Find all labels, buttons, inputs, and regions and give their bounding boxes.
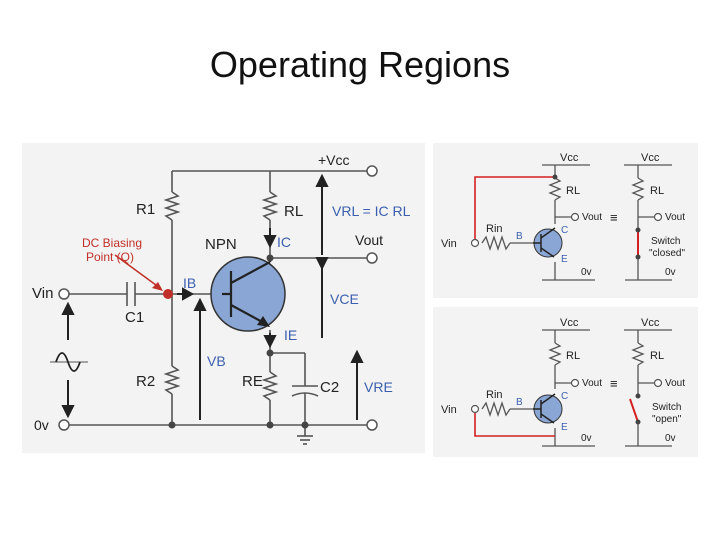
switch-closed-diagram: Vcc Vcc RL RL Vout ≡ Vout Rin B C E Vin …: [433, 143, 698, 298]
switch-label: Switch: [652, 402, 681, 413]
main-circuit-panel: +Vcc R1 RL VRL = IC RL IC NPN Vout DC Bi…: [22, 143, 425, 453]
rl-label: RL: [284, 203, 303, 220]
vcc-label-left: Vcc: [560, 152, 579, 164]
collector-label: C: [561, 391, 568, 402]
rl-label-left: RL: [566, 185, 580, 197]
rl-label-right: RL: [650, 350, 664, 362]
re-label: RE: [242, 373, 263, 390]
rl-label-left: RL: [566, 350, 580, 362]
switch-state-label: "open": [652, 414, 682, 425]
vcc-label-right: Vcc: [641, 317, 660, 329]
vcc-label-left: Vcc: [560, 317, 579, 329]
vout-label-left: Vout: [582, 212, 602, 223]
emitter-label: E: [561, 254, 568, 265]
base-label: B: [516, 231, 523, 242]
vout-label-left: Vout: [582, 378, 602, 389]
r1-label: R1: [136, 201, 155, 218]
vin-label: Vin: [441, 238, 457, 250]
rl-label-right: RL: [650, 185, 664, 197]
vout-label-right: Vout: [665, 378, 685, 389]
zero-volt-label-right: 0v: [665, 433, 676, 444]
switch-open-panel: Vcc Vcc RL RL Vout ≡ Vout Rin B C E Vin …: [433, 307, 698, 457]
r2-label: R2: [136, 373, 155, 390]
collector-label: C: [561, 225, 568, 236]
switch-state-label: "closed": [649, 248, 685, 259]
npn-label: NPN: [205, 236, 237, 253]
vcc-label-right: Vcc: [641, 152, 660, 164]
switch-label: Switch: [651, 236, 680, 247]
emitter-label: E: [561, 422, 568, 433]
zero-volt-label-right: 0v: [665, 267, 676, 278]
vre-label: VRE: [364, 379, 393, 395]
q-point-label: Point (Q): [86, 250, 134, 264]
zero-volt-label-left: 0v: [581, 267, 592, 278]
rin-label: Rin: [486, 223, 503, 235]
zero-volt-label-left: 0v: [581, 433, 592, 444]
ib-label: IB: [183, 275, 196, 291]
equivalent-sign: ≡: [610, 210, 618, 225]
vout-label-right: Vout: [665, 212, 685, 223]
base-label: B: [516, 397, 523, 408]
switch-closed-panel: Vcc Vcc RL RL Vout ≡ Vout Rin B C E Vin …: [433, 143, 698, 298]
vce-label: VCE: [330, 291, 359, 307]
zero-volt-label: 0v: [34, 417, 49, 433]
switch-open-diagram: Vcc Vcc RL RL Vout ≡ Vout Rin B C E Vin …: [433, 307, 698, 457]
vb-label: VB: [207, 353, 226, 369]
main-circuit-diagram: +Vcc R1 RL VRL = IC RL IC NPN Vout DC Bi…: [22, 143, 425, 453]
c2-label: C2: [320, 379, 339, 396]
equivalent-sign: ≡: [610, 376, 618, 391]
vin-label: Vin: [32, 285, 53, 302]
ic-label: IC: [277, 234, 291, 250]
slide-title: Operating Regions: [209, 44, 511, 85]
vin-label: Vin: [441, 404, 457, 416]
vout-label: Vout: [355, 232, 383, 248]
c1-label: C1: [125, 309, 144, 326]
vcc-label: +Vcc: [318, 152, 350, 168]
vrl-equation-label: VRL = IC RL: [332, 203, 411, 219]
rin-label: Rin: [486, 389, 503, 401]
ie-label: IE: [284, 327, 297, 343]
dc-biasing-label: DC Biasing: [82, 236, 142, 250]
